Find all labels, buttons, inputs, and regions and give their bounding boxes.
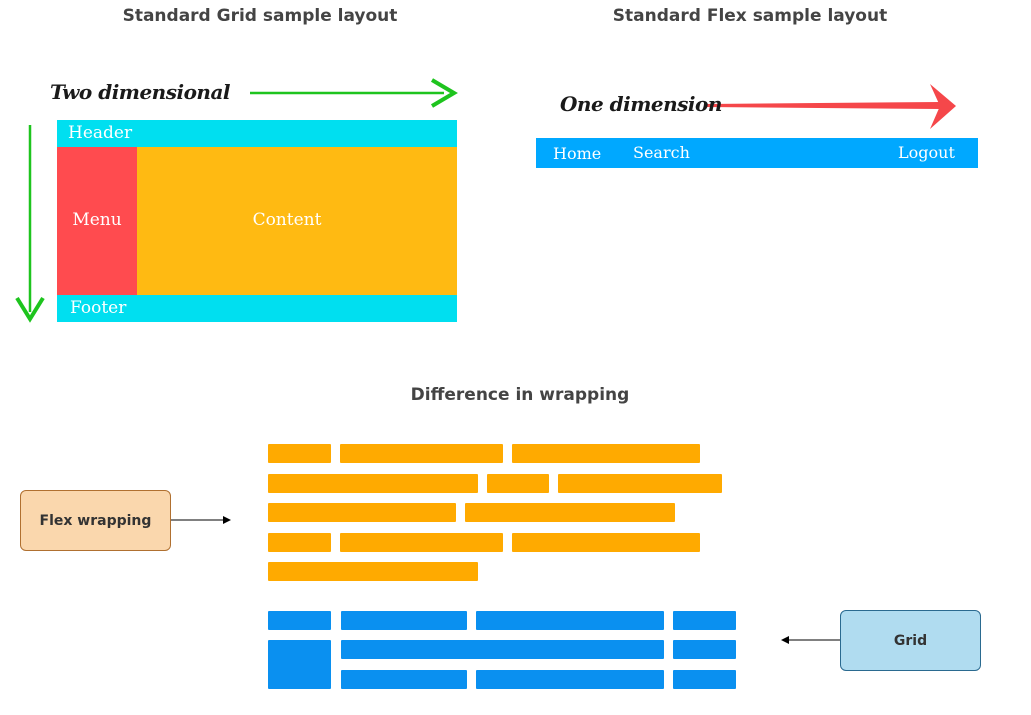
flex-block (340, 444, 503, 463)
grid-content-area: Content (137, 147, 457, 295)
grid-footer-label: Footer (70, 298, 127, 318)
grid-footer-area: Footer (57, 295, 457, 322)
flex-block (465, 503, 675, 522)
flex-block (487, 474, 549, 493)
grid-block (341, 611, 467, 630)
nav-logout-item: Logout (898, 143, 955, 162)
grid-menu-area: Menu (57, 147, 137, 295)
grid-block (673, 640, 736, 659)
flex-block (512, 533, 700, 552)
two-dimensional-label: Two dimensional (50, 80, 231, 104)
grid-block (673, 670, 736, 689)
grid-block (476, 611, 664, 630)
grid-block (341, 640, 664, 659)
red-horizontal-arrow (706, 84, 956, 129)
grid-header-area: Header (57, 120, 457, 147)
grid-header-label: Header (68, 123, 133, 143)
grid-content-label: Content (252, 210, 322, 230)
grid-box: Grid (840, 610, 981, 671)
green-horizontal-arrow (250, 78, 458, 108)
flex-block (558, 474, 722, 493)
flex-block (268, 503, 456, 522)
flex-sample-title: Standard Flex sample layout (612, 6, 888, 26)
flex-block (268, 444, 331, 463)
flex-block (268, 562, 478, 581)
grid-sample-title: Standard Grid sample layout (122, 6, 398, 26)
nav-search-item: Search (633, 143, 690, 162)
green-vertical-arrow (15, 125, 45, 323)
grid-block (673, 611, 736, 630)
flex-connector-arrow (171, 516, 231, 524)
grid-label: Grid (893, 632, 928, 649)
grid-connector-arrow (781, 636, 840, 644)
grid-block (268, 611, 331, 630)
flex-wrapping-box: Flex wrapping (20, 490, 171, 551)
flex-block (268, 533, 331, 552)
nav-home-item: Home (553, 144, 602, 163)
wrapping-title: Difference in wrapping (410, 385, 630, 405)
flex-wrapping-label: Flex wrapping (39, 512, 152, 529)
one-dimension-label: One dimension (560, 92, 722, 116)
grid-menu-label: Menu (72, 210, 122, 230)
grid-block (268, 640, 331, 689)
grid-block (476, 670, 664, 689)
flex-nav-bar: Home Search Logout (536, 138, 978, 168)
flex-block (512, 444, 700, 463)
flex-block (340, 533, 503, 552)
grid-block (341, 670, 467, 689)
flex-block (268, 474, 478, 493)
